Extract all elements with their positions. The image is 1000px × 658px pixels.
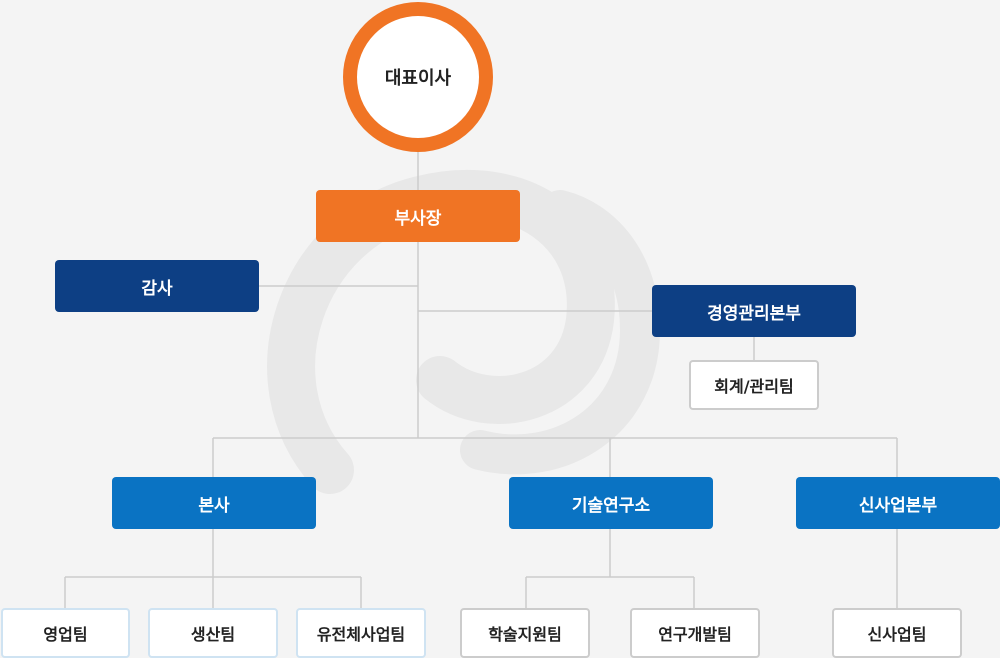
vice-president-label: 부사장 (394, 208, 442, 229)
new-business-team-node: 신사업팀 (832, 608, 962, 658)
academic-support-team-label: 학술지원팀 (488, 625, 562, 644)
rnd-team-node: 연구개발팀 (630, 608, 760, 658)
audit-node: 감사 (55, 260, 259, 312)
management-division-node: 경영관리본부 (652, 285, 856, 337)
sales-team-node: 영업팀 (1, 608, 130, 658)
vice-president-node: 부사장 (316, 190, 520, 242)
production-team-label: 생산팀 (190, 625, 236, 644)
production-team-node: 생산팀 (148, 608, 278, 658)
headquarters-node: 본사 (112, 477, 316, 529)
new-business-team-label: 신사업팀 (867, 625, 927, 644)
genome-business-team-label: 유전체사업팀 (316, 625, 406, 644)
research-institute-node: 기술연구소 (509, 477, 713, 529)
new-business-division-label: 신사업본부 (858, 495, 938, 516)
ceo-label: 대표이사 (384, 68, 452, 89)
genome-business-team-node: 유전체사업팀 (296, 608, 426, 658)
ceo-node: 대표이사 (343, 2, 493, 152)
headquarters-label: 본사 (198, 495, 230, 516)
academic-support-team-node: 학술지원팀 (460, 608, 590, 658)
accounting-team-node: 회계/관리팀 (689, 360, 819, 410)
audit-label: 감사 (141, 278, 173, 299)
management-division-label: 경영관리본부 (707, 303, 801, 324)
research-institute-label: 기술연구소 (571, 495, 651, 516)
rnd-team-label: 연구개발팀 (658, 625, 732, 644)
sales-team-label: 영업팀 (43, 625, 88, 644)
accounting-team-label: 회계/관리팀 (714, 377, 794, 396)
new-business-division-node: 신사업본부 (796, 477, 1000, 529)
